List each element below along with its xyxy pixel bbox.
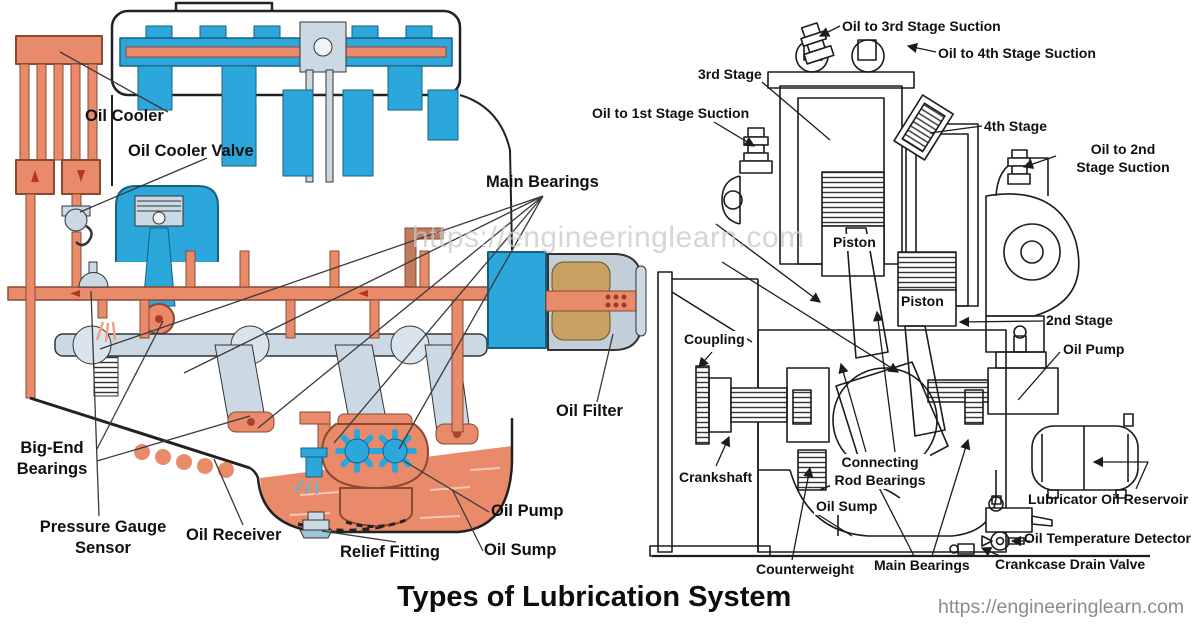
left-leader-lines (59, 51, 614, 552)
compressor-frame (649, 271, 1150, 558)
label-oil-pump-right: Oil Pump (1063, 341, 1125, 357)
camshaft-assembly (119, 21, 453, 73)
label-2nd-stage: 2nd Stage (1046, 312, 1113, 328)
pressure-sensor-part (78, 261, 109, 288)
oil-cooler-radiator (15, 35, 103, 399)
label-oil-receiver: Oil Receiver (186, 526, 282, 544)
piston-and-rod (115, 185, 219, 335)
label-coupling: Coupling (682, 331, 747, 348)
lubricator-oil-reservoir-part (1031, 413, 1139, 499)
watermark-text: https://engineeringlearn.com (412, 221, 805, 254)
label-oil-cooler: Oil Cooler (85, 107, 164, 125)
label-oil-cooler-valve: Oil Cooler Valve (128, 142, 254, 160)
oil-cooler-valve-part (61, 205, 93, 247)
bottom-fittings (949, 495, 1053, 555)
label-oil-to-4th-stage-suction: Oil to 4th Stage Suction (938, 45, 1096, 61)
label-crankcase-drain-valve: Crankcase Drain Valve (995, 556, 1146, 572)
crankcase-drain-valve-part (949, 543, 975, 555)
label-oil-sump-left: Oil Sump (484, 541, 557, 559)
label-oil-temperature-detector: Oil Temperature Detector (1024, 530, 1192, 546)
label-piston-lower: Piston (899, 293, 946, 310)
suction-fitting-3rd (800, 22, 835, 65)
label-4th-stage: 4th Stage (984, 118, 1048, 134)
label-connecting-rod-bearings: Connecting Rod Bearings (830, 454, 930, 489)
label-piston-upper: Piston (831, 234, 878, 251)
label-crankshaft: Crankshaft (677, 469, 755, 486)
oil-pump-right-part (927, 325, 1059, 415)
relief-valve-part (294, 447, 333, 539)
suction-fitting-1st (721, 127, 773, 225)
crankshaft-left (54, 325, 488, 445)
suction-fitting-2nd (1007, 149, 1031, 185)
label-oil-pump-left: Oil Pump (491, 502, 564, 520)
label-oil-sump-right: Oil Sump (814, 498, 880, 515)
oil-filter-part (487, 251, 647, 351)
label-oil-to-1st-stage-suction: Oil to 1st Stage Suction (592, 105, 750, 121)
label-relief-fitting: Relief Fitting (340, 543, 440, 561)
label-lubricator-oil-reservoir: Lubricator Oil Reservoir (1028, 491, 1189, 507)
second-stage-housing (985, 149, 1080, 353)
label-big-end-bearings: Big-End Bearings (16, 439, 88, 478)
label-3rd-stage: 3rd Stage (698, 66, 762, 82)
label-oil-filter: Oil Filter (556, 402, 623, 420)
label-oil-to-3rd-stage-suction: Oil to 3rd Stage Suction (842, 18, 1001, 34)
fourth-stage-cylinder (893, 94, 979, 327)
figure-title: Types of Lubrication System (397, 581, 792, 613)
right-leader-lines (698, 25, 1149, 561)
label-main-bearings-left: Main Bearings (486, 173, 599, 191)
left-diagram-engine-cutaway (7, 1, 647, 552)
label-pressure-gauge-sensor: Pressure Gauge Sensor (39, 518, 167, 557)
website-url: https://engineeringlearn.com (938, 596, 1185, 618)
label-counterweight: Counterweight (756, 561, 854, 577)
cylinder-head-blocks (111, 65, 513, 251)
label-main-bearings-right: Main Bearings (874, 557, 970, 573)
label-oil-to-2nd-stage-suction: Oil to 2nd Stage Suction (1076, 141, 1170, 175)
